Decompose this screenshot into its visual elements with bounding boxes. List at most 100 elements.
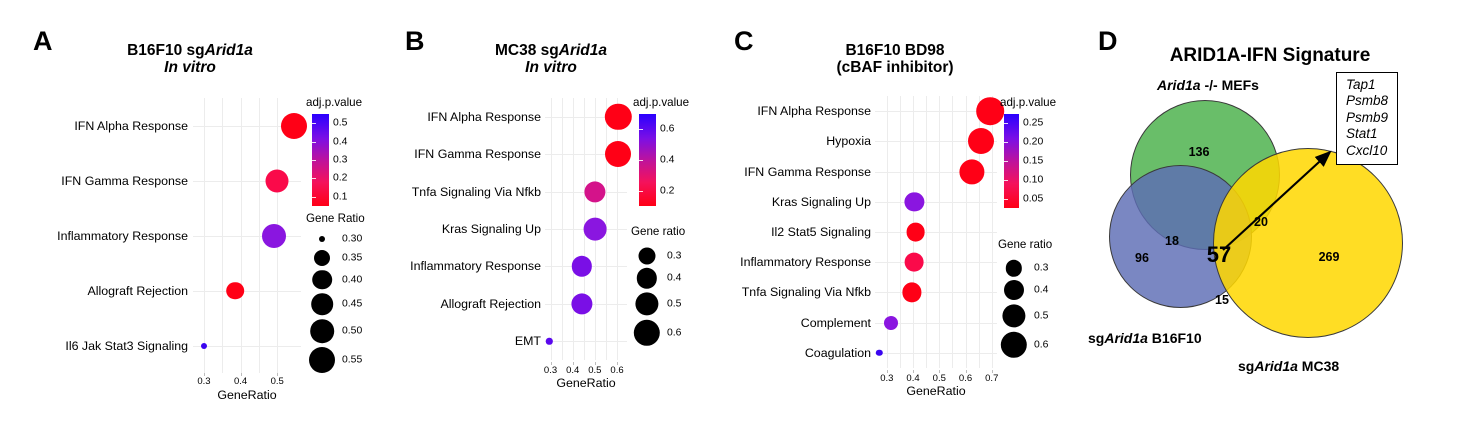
dot-point[interactable] [584, 180, 606, 203]
panel-b-axis-title: GeneRatio [556, 376, 616, 390]
size-legend-label: 0.55 [342, 354, 363, 366]
dot-point[interactable] [200, 342, 207, 349]
panel-d-letter: D [1098, 26, 1118, 56]
dot-point[interactable] [904, 252, 924, 272]
colorbar-tick-mark [312, 141, 316, 143]
category-label: Complement [800, 315, 871, 330]
gridline-horizontal [193, 345, 301, 347]
dot-point[interactable] [976, 97, 1005, 125]
tick-mark [572, 362, 574, 365]
dot-point[interactable] [546, 338, 553, 345]
gridline-horizontal [875, 111, 997, 113]
size-legend-dot [1002, 304, 1026, 328]
venn-title: ARID1A-IFN Signature [1169, 45, 1371, 66]
tick-mark [939, 370, 941, 373]
dot-point[interactable] [583, 217, 607, 241]
category-label: Tnfa Signaling Via Nfkb [411, 184, 541, 199]
tick-mark [277, 373, 279, 376]
x-axis-tick-label: 0.4 [906, 373, 920, 384]
panel-a-colorbar-title: adj.p.value [306, 96, 363, 109]
panel-c-colorbar-title: adj.p.value [1000, 96, 1057, 109]
venn-set-label-b16f10: sgArid1a B16F10 [1088, 330, 1202, 346]
venn-set-label-mefs-text: Arid1a -/- MEFs [1157, 77, 1259, 93]
category-label: Inflammatory Response [57, 228, 188, 243]
panel-c-letter: C [734, 26, 754, 56]
colorbar-tick-mark [312, 123, 316, 125]
venn-count-mc38-only: 269 [1318, 250, 1340, 264]
colorbar-tick-mark [312, 196, 316, 198]
panel-a-letter: A [33, 26, 53, 56]
gridline-horizontal [545, 116, 627, 118]
venn-set-label-mefs: Arid1a -/- MEFs [1157, 77, 1259, 93]
gridline-horizontal [875, 232, 997, 233]
dot-point[interactable] [571, 256, 592, 277]
colorbar-tick-label: 0.05 [1023, 193, 1044, 205]
panel-a-size-legend-title: Gene Ratio [306, 212, 365, 225]
panel-c-colorbar-gradient [1004, 114, 1019, 208]
dot-point[interactable] [959, 158, 985, 185]
panel-c-size-legend-title: Gene ratio [998, 238, 1053, 251]
panel-b-colorbar-title: adj.p.value [633, 96, 690, 109]
category-label: IFN Gamma Response [61, 173, 188, 188]
colorbar-tick-mark [312, 178, 316, 180]
venn-set-label-b16f10-text: sgArid1a B16F10 [1088, 330, 1202, 346]
size-legend-dot [310, 319, 334, 343]
size-legend-label: 0.30 [342, 233, 363, 245]
dot-point[interactable] [883, 315, 898, 330]
dot-point[interactable] [261, 223, 286, 248]
gridline-horizontal [875, 322, 997, 324]
panel-b-size-legend-title: Gene ratio [631, 225, 686, 238]
colorbar-tick-label: 0.2 [660, 185, 675, 197]
gene-name: Stat1 [1346, 126, 1378, 142]
colorbar-tick-label: 0.4 [660, 154, 675, 166]
tick-mark [886, 370, 888, 373]
colorbar-tick-label: 0.25 [1023, 117, 1044, 129]
size-legend-dot [1004, 280, 1024, 301]
size-legend-label: 0.4 [1034, 284, 1049, 296]
gridline-horizontal [875, 201, 997, 203]
gridline-horizontal [875, 171, 997, 173]
category-label: Allograft Rejection [440, 296, 541, 311]
dot-point[interactable] [226, 281, 244, 300]
colorbar-tick-label: 0.20 [1023, 136, 1044, 148]
dot-point[interactable] [604, 103, 632, 130]
category-label: Inflammatory Response [410, 259, 541, 274]
colorbar-tick-mark [1004, 142, 1008, 144]
size-legend-label: 0.45 [342, 298, 363, 310]
dot-point[interactable] [904, 192, 924, 212]
dot-point[interactable] [570, 293, 593, 315]
tick-mark [913, 370, 915, 373]
dot-point[interactable] [605, 141, 632, 168]
x-axis-tick-label: 0.5 [588, 365, 602, 376]
venn-set-label-mc38-text: sgArid1a MC38 [1238, 358, 1340, 374]
dot-point[interactable] [876, 349, 883, 357]
panel-a-plot [193, 98, 307, 373]
x-axis-tick-label: 0.5 [270, 376, 284, 387]
tick-mark [617, 362, 619, 365]
dot-point[interactable] [968, 128, 995, 155]
size-legend-dot [1005, 259, 1023, 277]
gridline-horizontal [545, 154, 627, 156]
panel-c-title: B16F10 BD98(cBAF inhibitor) [780, 42, 1010, 76]
dot-point[interactable] [265, 169, 289, 192]
dot-point[interactable] [902, 282, 922, 303]
size-legend-dot [319, 236, 325, 242]
colorbar-tick-label: 0.5 [333, 117, 348, 129]
venn-count-b16f10-mc38: 15 [1215, 293, 1229, 307]
dot-point[interactable] [280, 112, 307, 139]
size-legend-dot [312, 270, 332, 290]
x-axis-tick-label: 0.7 [985, 373, 999, 384]
colorbar-tick-label: 0.1 [333, 191, 348, 203]
category-label: IFN Alpha Response [757, 104, 871, 119]
gridline-horizontal [193, 235, 301, 237]
size-legend-label: 0.5 [667, 298, 682, 310]
dot-point[interactable] [906, 222, 926, 242]
colorbar-tick-mark [639, 129, 643, 131]
size-legend-label: 0.5 [1034, 310, 1049, 322]
category-label: Il2 Stat5 Signaling [771, 225, 871, 239]
